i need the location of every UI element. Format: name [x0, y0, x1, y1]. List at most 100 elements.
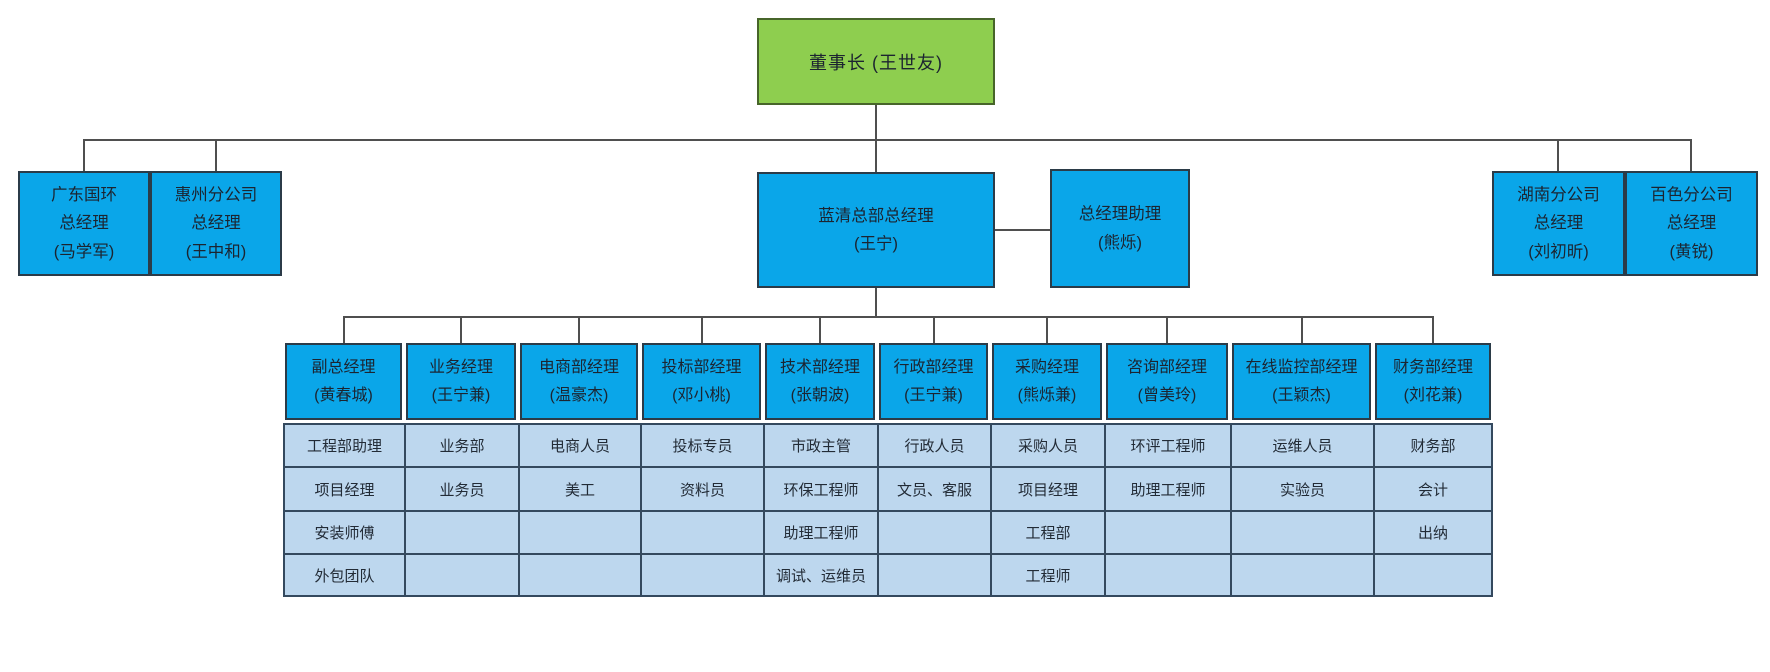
staff-cell-empty [404, 510, 518, 553]
connector-dept-drop [819, 316, 821, 343]
org-box-gm-assistant: 总经理助理 (熊烁) [1050, 169, 1190, 288]
dept-manager-box: 业务经理 (王宁兼) [404, 343, 518, 423]
box-line: (王中和) [185, 242, 247, 261]
staff-cell: 环评工程师 [1104, 423, 1230, 466]
staff-cell: 实验员 [1230, 466, 1373, 510]
staff-cell-empty [1230, 553, 1373, 597]
dept-manager-name: (熊烁兼) [1017, 386, 1077, 404]
staff-cell: 调试、运维员 [763, 553, 877, 597]
staff-cell: 运维人员 [1230, 423, 1373, 466]
dept-manager-box: 采购经理 (熊烁兼) [990, 343, 1104, 423]
staff-cell: 资料员 [640, 466, 763, 510]
box-line: (熊烁) [1098, 233, 1142, 252]
department-grid: 副总经理(黄春城)工程部助理项目经理安装师傅外包团队业务经理(王宁兼)业务部业务… [283, 343, 1493, 597]
staff-cell: 工程部 [990, 510, 1104, 553]
dept-manager-title: 业务经理 [428, 358, 493, 376]
dept-manager-name: (王宁兼) [431, 386, 491, 404]
org-box-baise-branch-gm: 百色分公司 总经理 (黄锐) [1625, 171, 1758, 276]
box-line: 总经理 [59, 214, 109, 233]
staff-cell: 助理工程师 [763, 510, 877, 553]
dept-manager-inner: 技术部经理 (张朝波) [765, 343, 875, 420]
staff-cell: 环保工程师 [763, 466, 877, 510]
staff-cell-empty [877, 553, 990, 597]
staff-cell: 文员、客服 [877, 466, 990, 510]
dept-manager-name: (温豪杰) [549, 386, 609, 404]
dept-manager-name: (王宁兼) [904, 386, 963, 404]
box-line: 广东国环 [51, 186, 117, 205]
dept-manager-name: (邓小桃) [672, 386, 731, 404]
staff-cell: 工程师 [990, 553, 1104, 597]
connector-drop [1690, 139, 1692, 172]
dept-manager-inner: 业务经理 (王宁兼) [406, 343, 516, 420]
org-box-guangdong-guohuan-gm: 广东国环 总经理 (马学军) [18, 171, 150, 276]
dept-manager-box: 在线监控部经理(王颖杰) [1230, 343, 1373, 423]
org-box-chairman: 董事长 (王世友) [757, 18, 995, 105]
box-line: 蓝清总部总经理 [818, 206, 934, 225]
connector-drop [215, 139, 217, 172]
connector-dept-drop [1166, 316, 1168, 343]
connector-dept-drop [342, 316, 345, 343]
dept-manager-inner: 采购经理 (熊烁兼) [992, 343, 1102, 420]
dept-manager-box: 财务部经理 (刘花兼) [1373, 343, 1493, 423]
dept-manager-box: 副总经理 (黄春城) [283, 343, 404, 423]
connector-gm-assistant [995, 229, 1050, 231]
connector-dept-drop [1432, 316, 1434, 343]
org-box-huizhou-branch-gm: 惠州分公司 总经理 (王中和) [150, 171, 282, 276]
staff-cell-empty [640, 510, 763, 553]
connector-dept-drop [460, 316, 462, 343]
box-line: 总经理助理 [1078, 205, 1162, 224]
org-box-hunan-branch-gm: 湖南分公司 总经理 (刘初昕) [1492, 171, 1625, 276]
connector-gm-drop [875, 288, 877, 318]
staff-cell: 业务员 [404, 466, 518, 510]
box-line: 湖南分公司 [1517, 186, 1600, 205]
dept-manager-inner: 在线监控部经理(王颖杰) [1232, 343, 1371, 420]
connector-dept-drop [932, 316, 935, 343]
dept-manager-name: (张朝波) [790, 386, 850, 404]
connector-dept-drop [1300, 316, 1303, 343]
connector-dept-drop [1046, 316, 1048, 343]
staff-cell: 财务部 [1373, 423, 1493, 466]
staff-cell-empty [1104, 553, 1230, 597]
dept-manager-inner: 行政部经理 (王宁兼) [879, 343, 988, 420]
staff-cell: 业务部 [404, 423, 518, 466]
dept-manager-title: 副总经理 [311, 358, 376, 376]
dept-manager-title: 采购经理 [1014, 358, 1079, 376]
box-line: (马学军) [53, 242, 115, 261]
box-line: 总经理 [191, 214, 241, 233]
dept-manager-name: (刘花兼) [1403, 386, 1463, 404]
staff-cell: 出纳 [1373, 510, 1493, 553]
dept-manager-name: (曾美玲) [1137, 386, 1197, 404]
dept-manager-title: 电商部经理 [538, 358, 619, 376]
connector-top-hline [84, 139, 1692, 141]
dept-manager-box: 咨询部经理 (曾美玲) [1104, 343, 1230, 423]
dept-manager-title: 技术部经理 [779, 358, 860, 376]
staff-cell: 工程部助理 [283, 423, 404, 466]
connector-dept-hline [342, 316, 1434, 318]
dept-manager-box: 行政部经理 (王宁兼) [877, 343, 990, 423]
staff-cell: 投标专员 [640, 423, 763, 466]
connector-drop [1557, 139, 1559, 172]
dept-manager-inner: 咨询部经理 (曾美玲) [1106, 343, 1228, 420]
staff-cell-empty [1104, 510, 1230, 553]
dept-manager-name: (黄春城) [314, 386, 373, 404]
dept-manager-box: 投标部经理(邓小桃) [640, 343, 763, 423]
connector-drop [83, 139, 85, 172]
staff-cell: 美工 [518, 466, 640, 510]
staff-cell-empty [404, 553, 518, 597]
staff-cell: 采购人员 [990, 423, 1104, 466]
staff-cell-empty [877, 510, 990, 553]
dept-manager-title: 咨询部经理 [1126, 358, 1207, 376]
dept-manager-title: 行政部经理 [893, 358, 974, 376]
staff-cell-empty [518, 510, 640, 553]
box-line: (王宁) [854, 235, 898, 253]
staff-cell: 项目经理 [990, 466, 1104, 510]
staff-cell: 电商人员 [518, 423, 640, 466]
dept-manager-title: 财务部经理 [1392, 358, 1473, 376]
staff-cell: 市政主管 [763, 423, 877, 466]
staff-cell: 安装师傅 [283, 510, 404, 553]
dept-manager-box: 电商部经理 (温豪杰) [518, 343, 640, 423]
dept-manager-box: 技术部经理 (张朝波) [763, 343, 877, 423]
box-line: 总经理 [1666, 214, 1717, 233]
dept-manager-name: (王颖杰) [1272, 386, 1331, 404]
